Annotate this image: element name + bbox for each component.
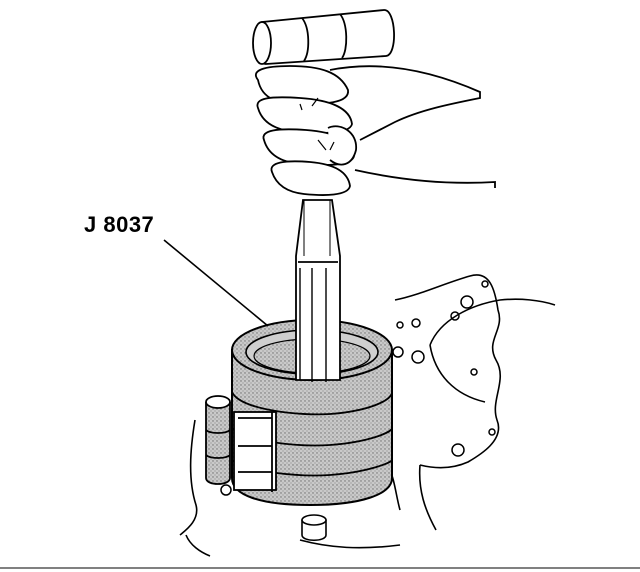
hammer-head xyxy=(252,9,395,65)
hammer-handle xyxy=(295,199,341,382)
ratchet-key xyxy=(205,395,231,485)
tool-callout-label: J 8037 xyxy=(84,212,155,237)
engine-block-outline xyxy=(179,274,556,557)
compressor-clamp xyxy=(233,411,277,492)
callout-leader-line xyxy=(163,239,269,327)
hand xyxy=(255,65,496,196)
dowel-pin xyxy=(301,514,327,542)
